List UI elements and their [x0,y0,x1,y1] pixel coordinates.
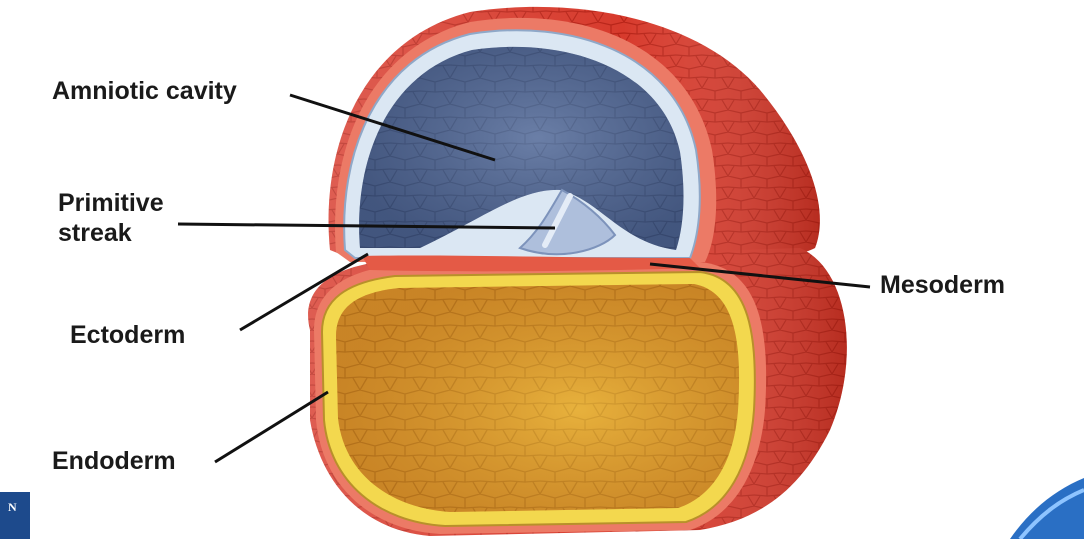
corner-logo-letter: N [8,500,17,515]
label-primitive-streak: Primitive streak [58,188,164,248]
corner-swoosh [1010,478,1084,539]
label-amniotic-cavity: Amniotic cavity [52,76,237,106]
label-primitive-streak-line2: streak [58,218,164,248]
label-mesoderm: Mesoderm [880,270,1005,300]
label-primitive-streak-line1: Primitive [58,188,164,218]
label-endoderm: Endoderm [52,446,176,476]
label-ectoderm: Ectoderm [70,320,185,350]
leader-endoderm [215,392,328,462]
corner-logo: N [0,492,30,539]
